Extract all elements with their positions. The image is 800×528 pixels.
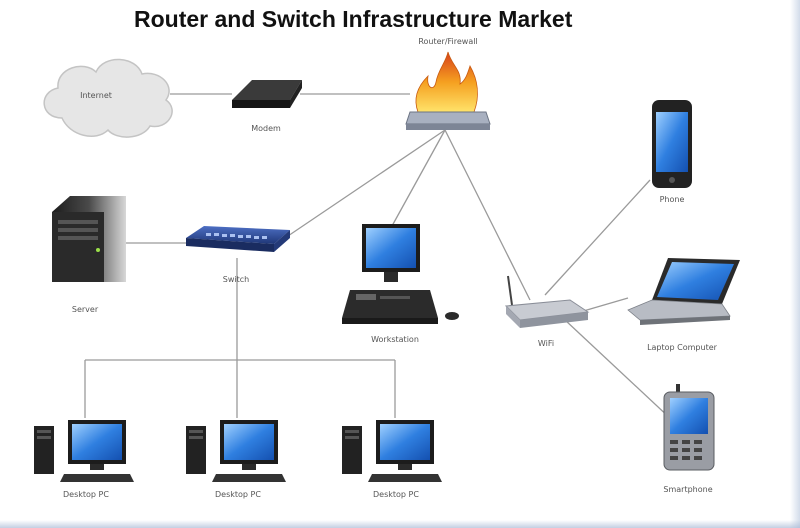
- connections: [84, 93, 673, 421]
- desktop-label-3: Desktop PC: [373, 490, 419, 499]
- internet-label: Internet: [80, 91, 112, 100]
- wifi-label: WiFi: [538, 339, 554, 348]
- switch-icon: Switch: [186, 226, 290, 284]
- right-edge-shade: [790, 0, 800, 528]
- link-wifi-phone: [544, 179, 651, 296]
- desktop-pc-icon: Desktop PC: [186, 420, 286, 499]
- workstation-icon: Workstation: [342, 224, 459, 344]
- desktop-pc-icon: Desktop PC: [34, 420, 134, 499]
- desktop-label-2: Desktop PC: [215, 490, 261, 499]
- router-label: Router/Firewall: [418, 37, 477, 46]
- smartphone-icon: Smartphone: [663, 384, 715, 494]
- server-icon: Server: [52, 196, 126, 314]
- phone-icon: Phone: [652, 100, 692, 204]
- link-wifi-smartphone: [564, 319, 673, 421]
- firewall-icon: Router/Firewall: [405, 37, 491, 130]
- server-label: Server: [72, 305, 99, 314]
- laptop-label: Laptop Computer: [647, 343, 718, 352]
- wifi-icon: WiFi: [504, 275, 590, 348]
- link-router-workstation: [391, 129, 446, 227]
- bottom-edge-shade: [0, 520, 800, 528]
- phone-label: Phone: [660, 195, 685, 204]
- modem-label: Modem: [251, 124, 281, 133]
- link-router-switch: [284, 129, 446, 239]
- diagram-title: Router and Switch Infrastructure Market: [134, 6, 573, 32]
- modem-icon: Modem: [232, 80, 302, 133]
- workstation-label: Workstation: [371, 335, 419, 344]
- internet-cloud-icon: Internet: [43, 58, 173, 138]
- desktop-label-1: Desktop PC: [63, 490, 109, 499]
- laptop-icon: Laptop Computer: [627, 258, 740, 352]
- desktop-pc-icon: Desktop PC: [342, 420, 442, 499]
- link-router-wifi: [444, 129, 531, 301]
- switch-label: Switch: [223, 275, 249, 284]
- link-wifi-laptop: [579, 297, 629, 313]
- smartphone-label: Smartphone: [663, 485, 712, 494]
